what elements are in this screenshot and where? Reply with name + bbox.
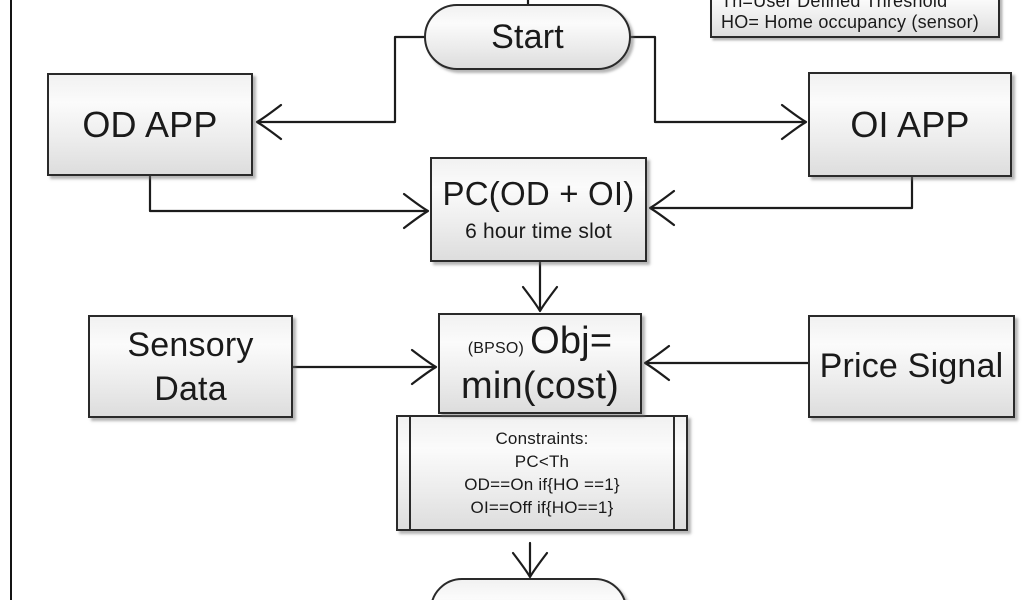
arrowhead-right-icon: [780, 103, 808, 141]
predefined-process-left-bar: [409, 417, 411, 529]
objective-node: (BPSO) Obj= min(cost): [438, 313, 642, 414]
oi-app-node: OI APP: [808, 72, 1012, 177]
bpso-label: (BPSO): [467, 339, 525, 357]
arrowhead-left-icon: [643, 344, 671, 382]
objective-line-1: (BPSO) Obj=: [468, 319, 612, 364]
edge-start-to-od-app: [258, 35, 426, 124]
oi-app-label: OI APP: [850, 103, 970, 145]
sensory-label-line2: Data: [154, 369, 227, 408]
constraints-node: Constraints: PC<Th OD==On if{HO ==1} OI=…: [396, 415, 688, 531]
start-node: Start: [424, 4, 631, 70]
arrowhead-right-icon: [410, 348, 438, 386]
sensory-label-line1: Sensory: [127, 325, 254, 364]
pc-node: PC(OD + OI) 6 hour time slot: [430, 157, 647, 262]
pc-subtitle: 6 hour time slot: [465, 220, 612, 243]
arrowhead-down-icon: [511, 551, 549, 579]
arrowhead-left-icon: [255, 103, 283, 141]
arrowhead-down-icon: [521, 285, 559, 313]
legend-line-1: Th=User Defined Threshold: [721, 0, 948, 11]
predefined-process-right-bar: [673, 417, 675, 529]
price-signal-label: Price Signal: [819, 347, 1004, 385]
edge-od-app-to-pc: [148, 174, 427, 213]
od-app-label: OD APP: [82, 103, 218, 145]
end-node: [430, 578, 627, 600]
constraint-rule: PC<Th: [514, 452, 570, 471]
od-app-node: OD APP: [47, 73, 253, 176]
legend-line-2: HO= Home occupancy (sensor): [721, 12, 979, 32]
edge-oi-app-to-pc: [651, 175, 914, 210]
constraints-title: Constraints:: [495, 429, 589, 448]
arrowhead-left-icon: [648, 189, 676, 227]
objective-line-2: min(cost): [460, 364, 620, 407]
constraint-rule: OD==On if{HO ==1}: [464, 475, 620, 494]
legend-box: Th=User Defined Threshold HO= Home occup…: [710, 0, 1000, 38]
edge-start-to-oi-app: [629, 35, 805, 124]
pc-title: PC(OD + OI): [442, 175, 635, 212]
price-signal-node: Price Signal: [808, 315, 1015, 418]
objective-label: Obj=: [530, 319, 613, 362]
start-label: Start: [491, 17, 564, 56]
left-border-line: [10, 0, 12, 600]
constraint-rule: OI==Off if{HO==1}: [470, 498, 614, 517]
arrowhead-right-icon: [402, 192, 430, 230]
sensory-data-node: Sensory Data: [88, 315, 293, 418]
